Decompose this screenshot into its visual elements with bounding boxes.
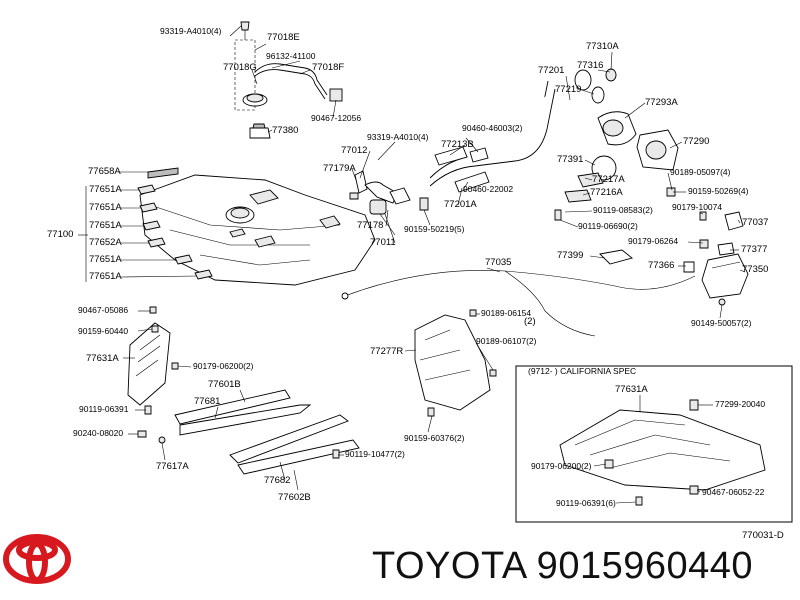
part-label-l77201a: 77201A	[444, 199, 477, 210]
part-label-l90159d: 90159-60376(2)	[404, 433, 465, 443]
part-label-l77682: 77682	[264, 475, 290, 486]
part-label-l90119d: 90119-10477(2)	[345, 449, 405, 459]
part-label-l77217a: 77217A	[592, 174, 625, 185]
part-label-l77035: 77035	[485, 257, 511, 268]
part-label-l90179b: 90179-06264	[628, 236, 678, 246]
part-label-l77658a: 77658A	[88, 166, 121, 177]
part-label-l90119a: 90119-08583(2)	[593, 205, 653, 215]
part-label-l90460a: 90460-46003(2)	[462, 123, 523, 133]
california-spec-box	[515, 365, 793, 523]
fuel-lid-group	[554, 187, 749, 306]
part-label-l90159b: 90159-50219(5)	[404, 224, 465, 234]
part-label-l90119e: 90119-06391(6)	[556, 498, 616, 508]
part-label-l90179d: 90179-06200(2)	[531, 461, 592, 471]
part-label-l77617a: 77617A	[156, 461, 189, 472]
part-label-l90467c: 90467-06052-22	[702, 487, 765, 497]
tank-protector-left	[127, 306, 179, 438]
part-label-l90149: 90149-50057(2)	[691, 318, 752, 328]
part-label-l77631a: 77631A	[86, 353, 119, 364]
part-label-l77602b: 77602B	[278, 492, 311, 503]
part-label-l77290: 77290	[683, 136, 709, 147]
part-label-l77213b: 77213B	[441, 139, 474, 150]
part-label-l77631a2: 77631A	[615, 384, 648, 395]
part-label-l90159a: 90159-50269(4)	[688, 186, 749, 196]
part-label-l77299: 77299-20040	[715, 399, 765, 409]
part-label-l90119c: 90119-06391	[79, 404, 129, 414]
part-label-l77377: 77377	[741, 244, 767, 255]
heat-protector	[414, 309, 497, 417]
part-label-l77651a3: 77651A	[89, 220, 122, 231]
part-label-l77652a: 77652A	[89, 237, 122, 248]
part-number-title: TOYOTA 9015960440	[372, 545, 754, 587]
part-label-l90460b: 90460-22002	[463, 184, 513, 194]
part-number-labels: 93319-A4010(4) 77018E 96132-41100 77018G 770…	[47, 26, 784, 541]
part-label-l90189c: 90189-06107(2)	[476, 336, 537, 346]
part-label-l77316: 77316	[577, 60, 603, 71]
part-label-l77601b: 77601B	[208, 379, 241, 390]
part-label-l77651a4: 77651A	[89, 254, 122, 265]
part-label-l77011: 77011	[370, 237, 396, 248]
tank-bands	[158, 389, 360, 475]
part-label-l90119b: 90119-06690(2)	[578, 221, 638, 231]
part-label-l90179a: 90179-10074	[672, 202, 722, 212]
vent-hose-assembly	[234, 21, 343, 139]
part-label-l93319b: 93319-A4010(4)	[367, 132, 429, 142]
part-label-l77391: 77391	[557, 154, 583, 165]
part-label-l90179c: 90179-06200(2)	[193, 361, 254, 371]
part-label-l77018e: 77018E	[267, 32, 300, 43]
part-label-l9712: (9712- ) CALIFORNIA SPEC	[528, 366, 636, 376]
part-label-l90189b: 90189-06154	[481, 308, 531, 318]
part-label-l77380: 77380	[272, 125, 298, 136]
part-label-l90240: 90240-08020	[73, 428, 123, 438]
part-label-l77012: 77012	[341, 145, 367, 156]
toyota-logo-icon	[2, 524, 72, 599]
part-label-l90159c: 90159-60440	[78, 326, 128, 336]
part-label-l77018g: 77018G	[223, 62, 257, 73]
part-label-l77350: 77350	[742, 264, 768, 275]
part-label-l77651a1: 77651A	[89, 184, 122, 195]
fuel-sender	[349, 170, 429, 236]
part-label-l77219: 77219	[555, 84, 581, 95]
part-label-l77179a: 77179A	[323, 163, 356, 174]
filler-pipe	[429, 68, 679, 203]
part-label-l77366: 77366	[648, 260, 674, 271]
part-label-l770031: 770031-D	[742, 530, 784, 541]
part-label-l77310a: 77310A	[586, 41, 619, 52]
part-label-l77216a: 77216A	[590, 187, 623, 198]
lid-cable	[341, 269, 696, 337]
part-label-l77201: 77201	[538, 65, 564, 76]
part-label-l90189b2: (2)	[524, 316, 536, 327]
part-label-l90467b: 90467-05086	[78, 305, 128, 315]
part-label-l93319a: 93319-A4010(4)	[160, 26, 222, 36]
part-label-l77651a5: 77651A	[89, 271, 122, 282]
part-label-l77399: 77399	[557, 250, 583, 261]
part-label-l90189a: 90189-05097(4)	[670, 167, 731, 177]
part-label-l90467a: 90467-12056	[311, 113, 361, 123]
part-label-l77277r: 77277R	[370, 346, 403, 357]
part-label-l77018f: 77018F	[312, 62, 344, 73]
part-label-l77100: 77100	[47, 229, 73, 240]
part-label-l77178: 77178	[357, 220, 383, 231]
part-label-l77037: 77037	[742, 217, 768, 228]
part-label-l77651a2: 77651A	[89, 202, 122, 213]
part-label-l96132: 96132-41100	[266, 51, 316, 61]
part-label-l77293a: 77293A	[645, 97, 678, 108]
fuel-tank	[137, 167, 376, 286]
leader-lines	[78, 25, 746, 504]
part-label-l77681: 77681	[194, 396, 220, 407]
